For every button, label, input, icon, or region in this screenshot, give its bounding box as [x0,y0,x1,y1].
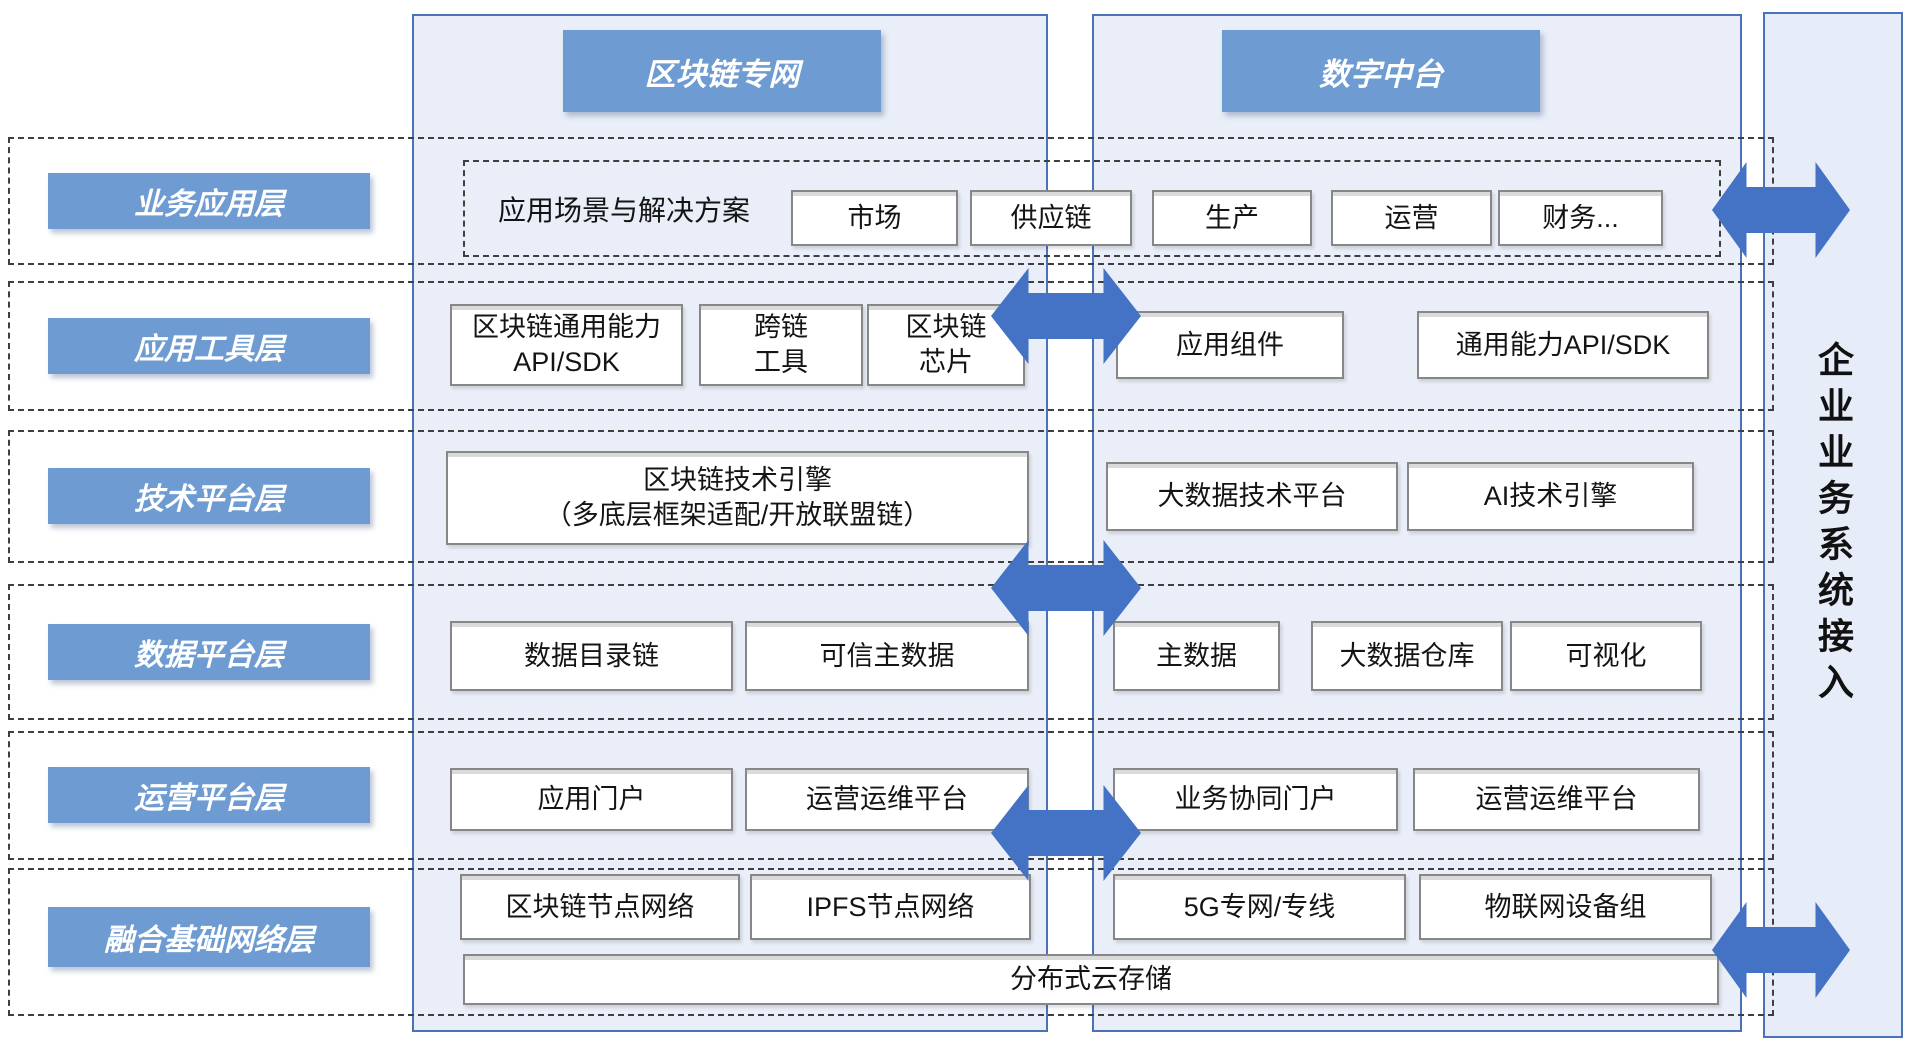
enterprise-access-bar: 企业业务系统接入 [1763,12,1903,1038]
box-data-catalog-chain: 数据目录链 [450,621,733,691]
box-operation: 运营 [1331,190,1492,246]
layer-label-app-tools: 应用工具层 [48,318,370,374]
layer-label-business-app: 业务应用层 [48,173,370,229]
band-app-tools-layer [8,281,1774,411]
scenario-group-label: 应用场景与解决方案 [498,194,751,226]
box-master-data: 主数据 [1113,621,1280,691]
blockchain-panel-title: 区块链专网 [563,30,881,112]
band-tech-platform-layer [8,430,1774,563]
box-bigdata-platform: 大数据技术平台 [1106,462,1398,531]
box-general-api-sdk: 通用能力API/SDK [1417,311,1709,379]
box-iot-devices: 物联网设备组 [1419,874,1712,940]
box-ipfs-node-network: IPFS节点网络 [750,874,1031,940]
box-distributed-cloud-storage: 分布式云存储 [463,954,1719,1005]
box-5g-network: 5G专网/专线 [1113,874,1406,940]
box-finance: 财务... [1498,190,1663,246]
band-data-platform-layer [8,584,1774,720]
box-ai-engine: AI技术引擎 [1407,462,1694,531]
box-ops-platform-left: 运营运维平台 [745,768,1029,831]
box-ops-platform-right: 运营运维平台 [1413,768,1700,831]
box-visualization: 可视化 [1510,621,1702,691]
enterprise-access-label: 企业业务系统接入 [1813,341,1854,709]
box-blockchain-node-network: 区块链节点网络 [460,874,740,940]
layer-label-tech-platform: 技术平台层 [48,468,370,524]
layer-label-network: 融合基础网络层 [48,907,370,967]
box-collab-portal: 业务协同门户 [1113,768,1398,831]
box-blockchain-engine: 区块链技术引擎 （多底层框架适配/开放联盟链） [446,451,1029,545]
box-app-components: 应用组件 [1116,311,1344,379]
box-bigdata-warehouse: 大数据仓库 [1311,621,1503,691]
box-app-portal: 应用门户 [450,768,733,831]
box-trusted-master-data: 可信主数据 [745,621,1029,691]
layer-label-ops-platform: 运营平台层 [48,767,370,823]
box-production: 生产 [1152,190,1312,246]
box-market: 市场 [791,190,958,246]
box-blockchain-api-sdk: 区块链通用能力 API/SDK [450,304,683,386]
box-supply-chain: 供应链 [970,190,1132,246]
layer-label-data-platform: 数据平台层 [48,624,370,680]
band-ops-platform-layer [8,731,1774,860]
digital-panel-title: 数字中台 [1222,30,1540,112]
box-cross-chain-tools: 跨链 工具 [699,304,863,386]
